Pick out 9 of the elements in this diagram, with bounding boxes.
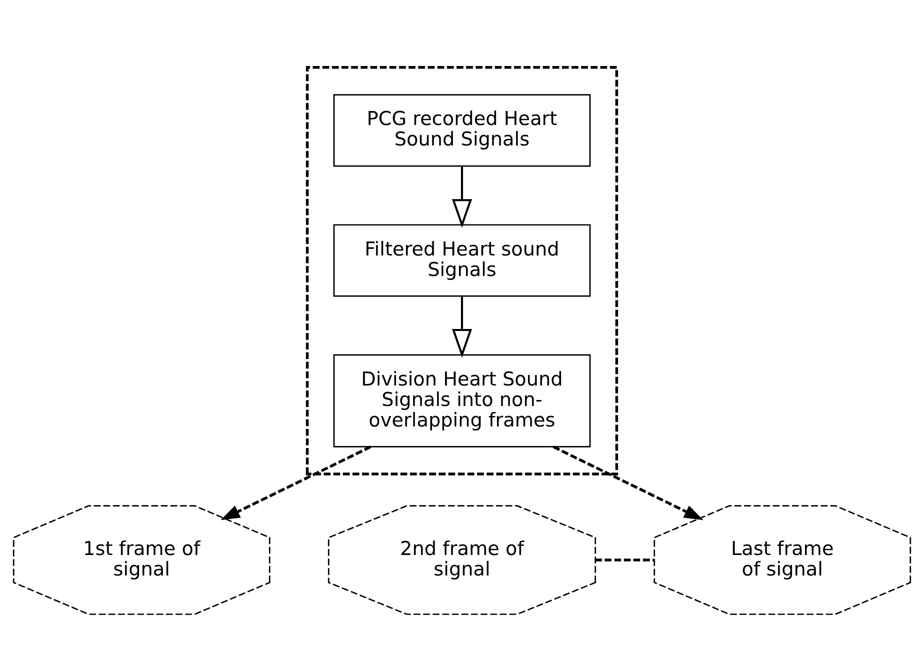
node-box: Division Heart Sound Signals into non-overlapping frames xyxy=(333,354,591,448)
arrow xyxy=(552,446,704,520)
arrow xyxy=(220,446,372,520)
node-box: PCG recorded Heart Sound Signals xyxy=(333,94,591,167)
node-box: Filtered Heart sound Signals xyxy=(333,224,591,297)
cluster xyxy=(306,66,618,476)
arrow xyxy=(452,296,472,358)
connector xyxy=(595,558,654,562)
arrow xyxy=(452,166,472,228)
